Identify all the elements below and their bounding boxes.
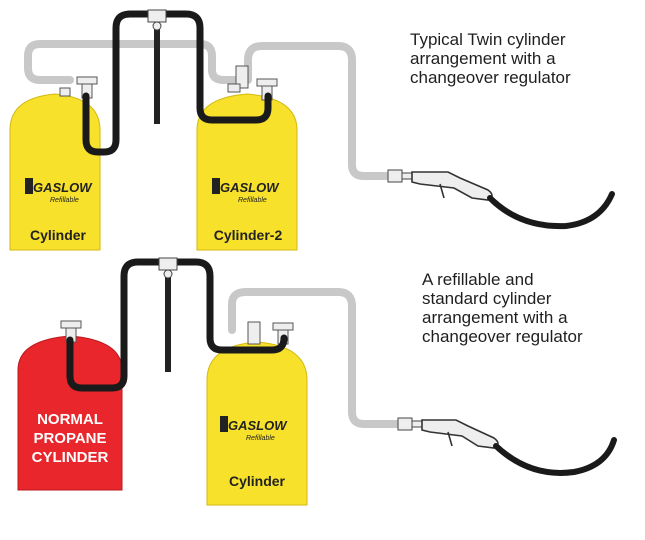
- cylinder-valve: [59, 76, 98, 99]
- hose-connector: [397, 417, 423, 431]
- propane-label-line: NORMAL: [37, 411, 103, 428]
- bottom-diagram: NORMAL PROPANE CYLINDER GASLOW Refillabl…: [17, 257, 617, 506]
- changeover-regulator: [158, 257, 178, 372]
- svg-text:Refillable: Refillable: [246, 435, 275, 442]
- gas-pipe: [24, 40, 244, 84]
- caption-top: Typical Twin cylinder arrangement with a…: [410, 30, 571, 87]
- cylinder-label: Cylinder: [229, 473, 286, 489]
- cylinder-label: Cylinder: [30, 227, 87, 243]
- cylinder-valve: [60, 320, 82, 343]
- changeover-regulator: [147, 9, 167, 124]
- propane-label-line: PROPANE: [33, 430, 106, 447]
- gaslow-logo: GASLOW Refillable: [220, 416, 288, 442]
- svg-text:GASLOW: GASLOW: [228, 418, 288, 433]
- gaslow-logo: GASLOW Refillable: [212, 178, 280, 204]
- svg-text:Refillable: Refillable: [238, 197, 267, 204]
- gaslow-logo: GASLOW Refillable: [25, 178, 93, 204]
- cylinder-left: GASLOW Refillable Cylinder: [9, 93, 101, 251]
- cylinder-right: GASLOW Refillable Cylinder: [206, 341, 308, 506]
- propane-cylinder: NORMAL PROPANE CYLINDER: [17, 335, 123, 491]
- top-diagram: GASLOW Refillable Cylinder GASLOW Refill…: [9, 9, 615, 251]
- filler-nozzle: [411, 171, 493, 201]
- svg-text:Refillable: Refillable: [50, 197, 79, 204]
- nozzle-hose: [487, 191, 615, 230]
- svg-text:GASLOW: GASLOW: [220, 180, 280, 195]
- nozzle-hose: [493, 437, 617, 476]
- hose-connector: [387, 169, 413, 183]
- propane-label-line: CYLINDER: [32, 449, 109, 466]
- gas-pipe-outlet: [228, 288, 404, 428]
- svg-text:GASLOW: GASLOW: [33, 180, 93, 195]
- cylinder-label: Cylinder-2: [214, 227, 283, 243]
- cylinder-right: GASLOW Refillable Cylinder-2: [196, 93, 298, 251]
- filler-nozzle: [421, 419, 499, 449]
- caption-bottom: A refillable and standard cylinder arran…: [422, 270, 583, 346]
- gas-pipe-outlet: [244, 42, 394, 180]
